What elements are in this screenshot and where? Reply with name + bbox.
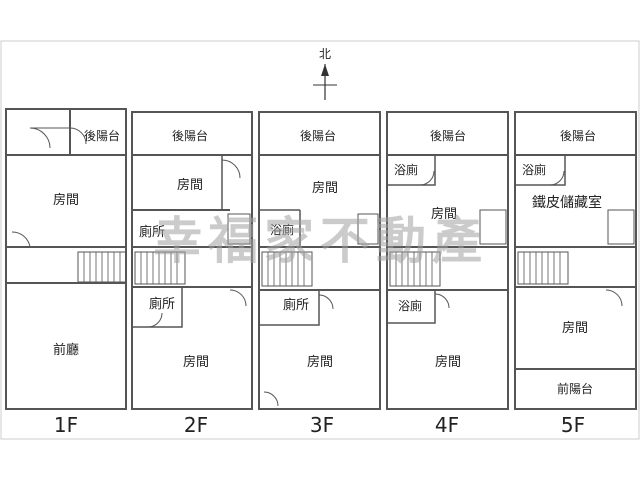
- room-label: 後陽台: [430, 128, 466, 143]
- sheet-frame: [0, 40, 640, 440]
- room-label: 浴廁: [398, 298, 422, 313]
- room-label: 浴廁: [270, 222, 294, 237]
- floor-plan-2f: [131, 111, 253, 410]
- room-label: 房間: [183, 354, 209, 370]
- floor-plan-3f: [258, 111, 381, 410]
- room-label: 浴廁: [522, 162, 546, 177]
- floor-label: 4F: [435, 413, 459, 437]
- north-label: 北: [319, 47, 331, 61]
- room-label: 浴廁: [394, 162, 418, 177]
- room-label: 廁所: [283, 297, 309, 313]
- room-label: 房間: [435, 354, 461, 370]
- watermark-text: 幸福家不動產: [152, 212, 488, 270]
- room-label: 鐵皮儲藏室: [532, 194, 602, 211]
- room-label: 房間: [53, 192, 79, 208]
- room-label: 後陽台: [560, 128, 596, 143]
- room-label: 房間: [431, 206, 457, 222]
- floor-plan-1f: [5, 108, 127, 410]
- north-arrow-icon: [313, 64, 337, 100]
- room-label: 廁所: [149, 296, 175, 312]
- room-label: 房間: [562, 320, 588, 336]
- room-label: 房間: [312, 180, 338, 196]
- floor-label: 3F: [310, 413, 334, 437]
- floor-label: 5F: [561, 413, 585, 437]
- room-label: 後陽台: [172, 128, 208, 143]
- room-label: 前陽台: [557, 381, 593, 396]
- room-label: 房間: [177, 177, 203, 193]
- room-label: 後陽台: [300, 128, 336, 143]
- floor-label: 1F: [54, 413, 78, 437]
- floor-label: 2F: [184, 413, 208, 437]
- room-label: 廁所: [139, 224, 165, 240]
- room-label: 前廳: [53, 342, 79, 358]
- room-label: 房間: [307, 354, 333, 370]
- floor-plan-4f: [386, 111, 509, 410]
- room-label: 後陽台: [84, 128, 120, 143]
- floor-plan-5f: [514, 111, 637, 410]
